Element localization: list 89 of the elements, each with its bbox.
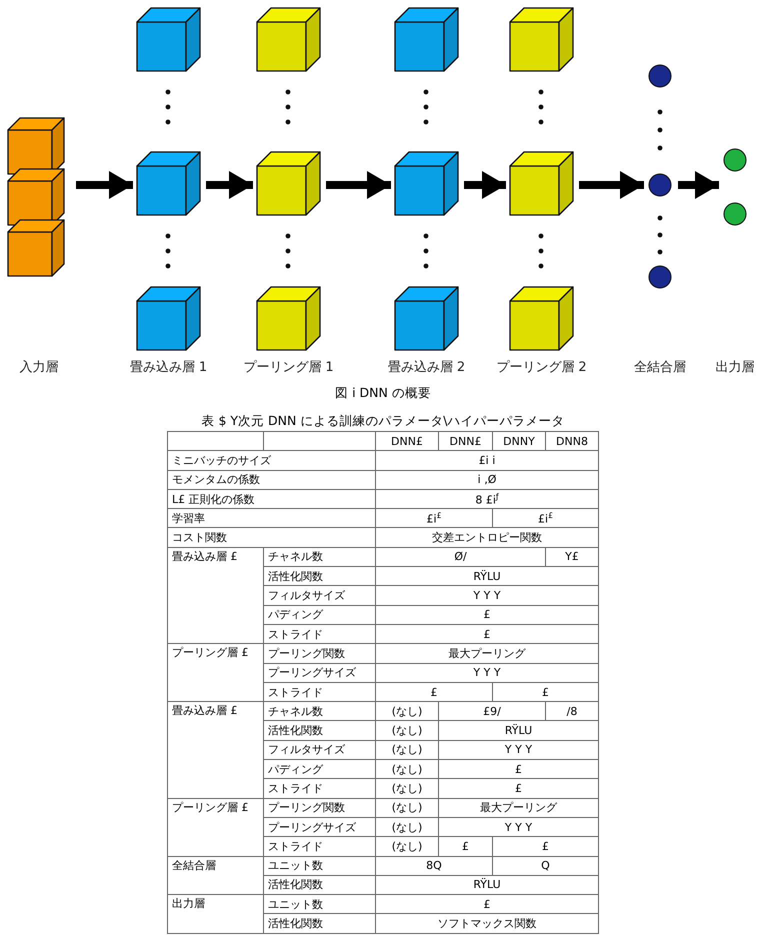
table-cell: £ <box>376 605 598 624</box>
table-cell: 学習率 <box>168 508 376 528</box>
table-cell: プーリングサイズ <box>264 817 376 837</box>
table-cell: DNN8 <box>546 432 598 451</box>
table-cell: ストライド <box>264 778 376 798</box>
table-cell: (なし) <box>376 702 438 721</box>
table-cell: RŸLU <box>438 720 598 740</box>
table-cell: (なし) <box>376 817 438 837</box>
arrow <box>206 171 253 199</box>
table-cell: £i$^{£}$ <box>376 508 492 528</box>
table-cell: プーリング層 £ <box>168 798 264 856</box>
table-cell: 畳み込み層 £ <box>168 702 264 798</box>
arrow <box>76 171 133 199</box>
table-cell: /8 <box>546 702 598 721</box>
table-cell: ユニット数 <box>264 894 376 914</box>
figure-caption: 図 i DNN の概要 <box>335 385 431 402</box>
table-cell: DNN£ <box>438 432 492 451</box>
table-cell: 畳み込み層 £ <box>168 547 264 644</box>
table-cell: 最大プーリング <box>438 798 598 818</box>
table-cell: £9/ <box>438 702 546 721</box>
layer-label: 入力層 <box>20 359 58 376</box>
table-cell: ユニット数 <box>264 856 376 876</box>
table-cell: 活性化関数 <box>264 875 376 895</box>
table-cell: 8 £i$^{ƒ}$ <box>376 489 598 509</box>
table-cell: £i$^{£}$ <box>492 508 598 528</box>
table-cell: £ <box>438 760 598 779</box>
table-caption: 表 $ Y次元 DNN による訓練のパラメータ\ハイパーパラメータ <box>201 413 565 430</box>
table-cell: £ <box>438 836 492 856</box>
table-cell: £ <box>376 624 598 644</box>
table-cell: Ø/ <box>376 547 546 567</box>
table-cell: モメンタムの係数 <box>168 470 376 490</box>
table-cell: ミニバッチのサイズ <box>168 450 376 470</box>
table-cell: チャネル数 <box>264 547 376 567</box>
table-cell: £ <box>376 682 492 702</box>
table-cell: パディング <box>264 605 376 624</box>
table-cell: (なし) <box>376 720 438 740</box>
table-cell: RŸLU <box>376 566 598 586</box>
layer-label: プーリング層 2 <box>496 359 587 376</box>
table-cell: プーリングサイズ <box>264 663 376 682</box>
table-cell: コスト関数 <box>168 528 376 548</box>
table-cell: パディング <box>264 760 376 779</box>
layer-label: 全結合層 <box>634 359 686 376</box>
table-cell: 活性化関数 <box>264 720 376 740</box>
layer-label: 出力層 <box>716 359 754 376</box>
table-cell: (なし) <box>376 760 438 779</box>
table-cell: プーリング関数 <box>264 798 376 818</box>
table-cell: (なし) <box>376 740 438 760</box>
table-cell: プーリング層 £ <box>168 644 264 702</box>
table-cell: 出力層 <box>168 894 264 934</box>
table-cell: £ <box>492 682 598 702</box>
table-cell: Y£ <box>546 547 598 567</box>
layer-label: 畳み込み層 2 <box>388 359 466 376</box>
table-cell: RŸLU <box>376 875 598 895</box>
table-cell: ストライド <box>264 682 376 702</box>
table-cell: DNNY <box>492 432 546 451</box>
table-cell: DNN£ <box>376 432 438 451</box>
table-cell: £ <box>492 836 598 856</box>
layer-label: 畳み込み層 1 <box>130 359 208 376</box>
arrow <box>579 171 644 199</box>
table-cell: ソフトマックス関数 <box>376 914 598 934</box>
arrow <box>326 171 391 199</box>
table-cell: (なし) <box>376 778 438 798</box>
arrow <box>464 171 506 199</box>
table-cell: (なし) <box>376 798 438 818</box>
table-cell: プーリング関数 <box>264 644 376 664</box>
table-cell: 最大プーリング <box>376 644 598 664</box>
table-cell: 交差エントロピー関数 <box>376 528 598 548</box>
table-cell: 活性化関数 <box>264 566 376 586</box>
table-cell: フィルタサイズ <box>264 740 376 760</box>
table-cell: フィルタサイズ <box>264 586 376 606</box>
table-cell: Q <box>492 856 598 876</box>
table-cell: ストライド <box>264 624 376 644</box>
table-cell: i ‚Ø <box>376 470 598 490</box>
arrow <box>678 171 719 199</box>
table-cell: Y Y Y <box>376 586 598 606</box>
table-cell: 8Q <box>376 856 492 876</box>
table-cell: 活性化関数 <box>264 914 376 934</box>
table-cell: £ <box>376 894 598 914</box>
table-cell: 全結合層 <box>168 856 264 895</box>
table-cell: £ <box>438 778 598 798</box>
table-cell: Y Y Y <box>438 817 598 837</box>
table-cell: £i i <box>376 450 598 470</box>
table-cell: ストライド <box>264 836 376 856</box>
table-cell: (なし) <box>376 836 438 856</box>
table-cell: Y Y Y <box>438 740 598 760</box>
table-cell: L£ 正則化の係数 <box>168 489 376 509</box>
table-cell: Y Y Y <box>376 663 598 682</box>
layer-label: プーリング層 1 <box>243 359 334 376</box>
table-cell: チャネル数 <box>264 702 376 721</box>
